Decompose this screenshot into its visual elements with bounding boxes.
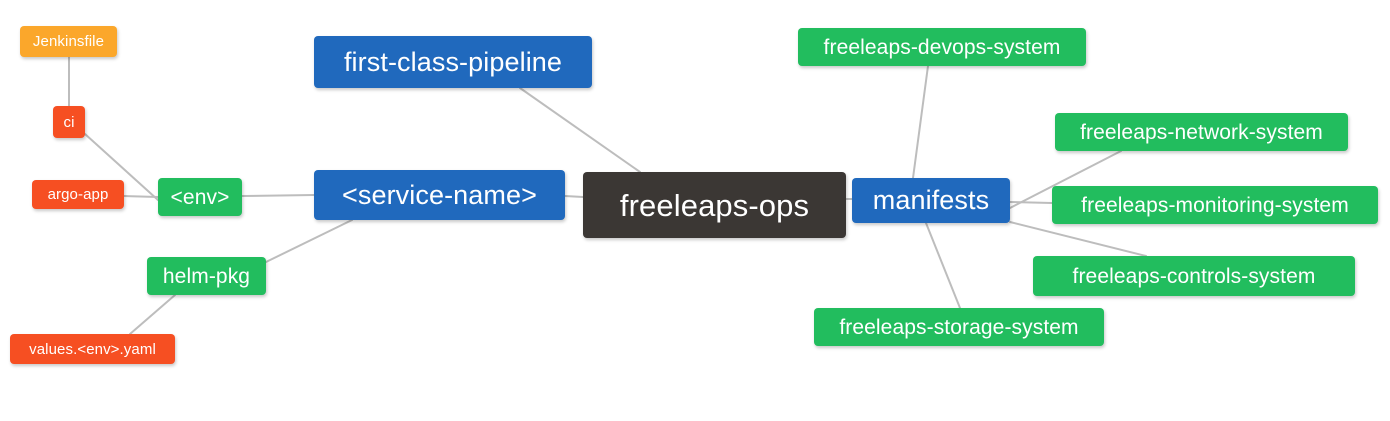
node-label-freeleaps-network-system: freeleaps-network-system	[1080, 120, 1323, 144]
node-label-values-env-yaml: values.<env>.yaml	[29, 340, 156, 358]
node-label-service-name: <service-name>	[342, 179, 537, 210]
node-env[interactable]: <env>	[158, 178, 242, 216]
node-freeleaps-controls-system[interactable]: freeleaps-controls-system	[1033, 256, 1355, 296]
node-label-argo-app: argo-app	[47, 186, 109, 203]
node-argo-app[interactable]: argo-app	[32, 180, 124, 209]
node-label-freeleaps-ops: freeleaps-ops	[619, 187, 810, 223]
node-helm-pkg[interactable]: helm-pkg	[147, 257, 266, 295]
edge-manifests-controls	[1009, 221, 1147, 257]
node-first-class-pipeline[interactable]: first-class-pipeline	[314, 36, 592, 88]
node-label-helm-pkg: helm-pkg	[162, 264, 251, 288]
node-service-name[interactable]: <service-name>	[314, 170, 565, 220]
node-label-freeleaps-storage-system: freeleaps-storage-system	[839, 315, 1079, 339]
edge-argoapp-env	[123, 195, 159, 198]
edge-helmpkg-servicename	[265, 219, 353, 263]
edge-manifests-storage	[925, 222, 961, 309]
node-label-manifests: manifests	[872, 185, 990, 215]
node-freeleaps-monitoring-system[interactable]: freeleaps-monitoring-system	[1052, 186, 1378, 224]
node-label-freeleaps-devops-system: freeleaps-devops-system	[823, 35, 1061, 59]
edge-values-helmpkg	[129, 294, 176, 335]
node-label-jenkinsfile: Jenkinsfile	[32, 33, 105, 50]
node-values-env-yaml[interactable]: values.<env>.yaml	[10, 334, 175, 364]
node-freeleaps-ops[interactable]: freeleaps-ops	[583, 172, 846, 238]
node-manifests[interactable]: manifests	[852, 178, 1010, 223]
node-jenkinsfile[interactable]: Jenkinsfile	[20, 26, 117, 57]
edge-servicename-ops	[564, 195, 584, 198]
node-label-first-class-pipeline: first-class-pipeline	[343, 46, 563, 77]
node-freeleaps-network-system[interactable]: freeleaps-network-system	[1055, 113, 1348, 151]
edge-env-servicename	[241, 194, 315, 197]
node-freeleaps-storage-system[interactable]: freeleaps-storage-system	[814, 308, 1104, 346]
edge-manifests-monitoring	[1009, 201, 1053, 204]
node-label-freeleaps-monitoring-system: freeleaps-monitoring-system	[1081, 193, 1349, 217]
node-freeleaps-devops-system[interactable]: freeleaps-devops-system	[798, 28, 1086, 66]
edge-manifests-devops	[912, 65, 929, 179]
node-label-ci: ci	[63, 113, 75, 131]
node-label-freeleaps-controls-system: freeleaps-controls-system	[1072, 264, 1316, 288]
edge-pipeline-ops	[519, 87, 641, 173]
node-label-env: <env>	[170, 185, 230, 209]
node-ci[interactable]: ci	[53, 106, 85, 138]
